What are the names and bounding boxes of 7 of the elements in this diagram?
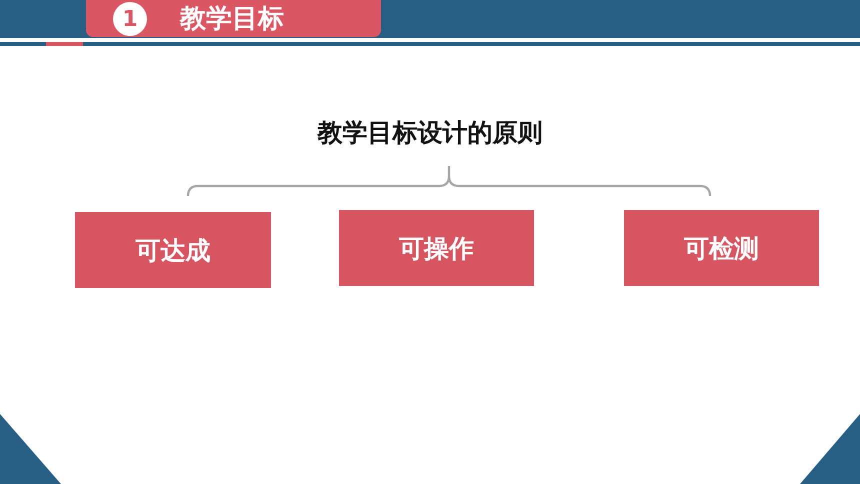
number-badge: 1 — [113, 2, 147, 36]
section-heading: 教学目标 — [180, 2, 284, 36]
header-tab — [86, 0, 381, 37]
principle-box: 可操作 — [339, 210, 534, 286]
principle-box: 可检测 — [624, 210, 819, 286]
diagram-title: 教学目标设计的原则 — [318, 117, 542, 149]
principle-box: 可达成 — [75, 212, 271, 288]
